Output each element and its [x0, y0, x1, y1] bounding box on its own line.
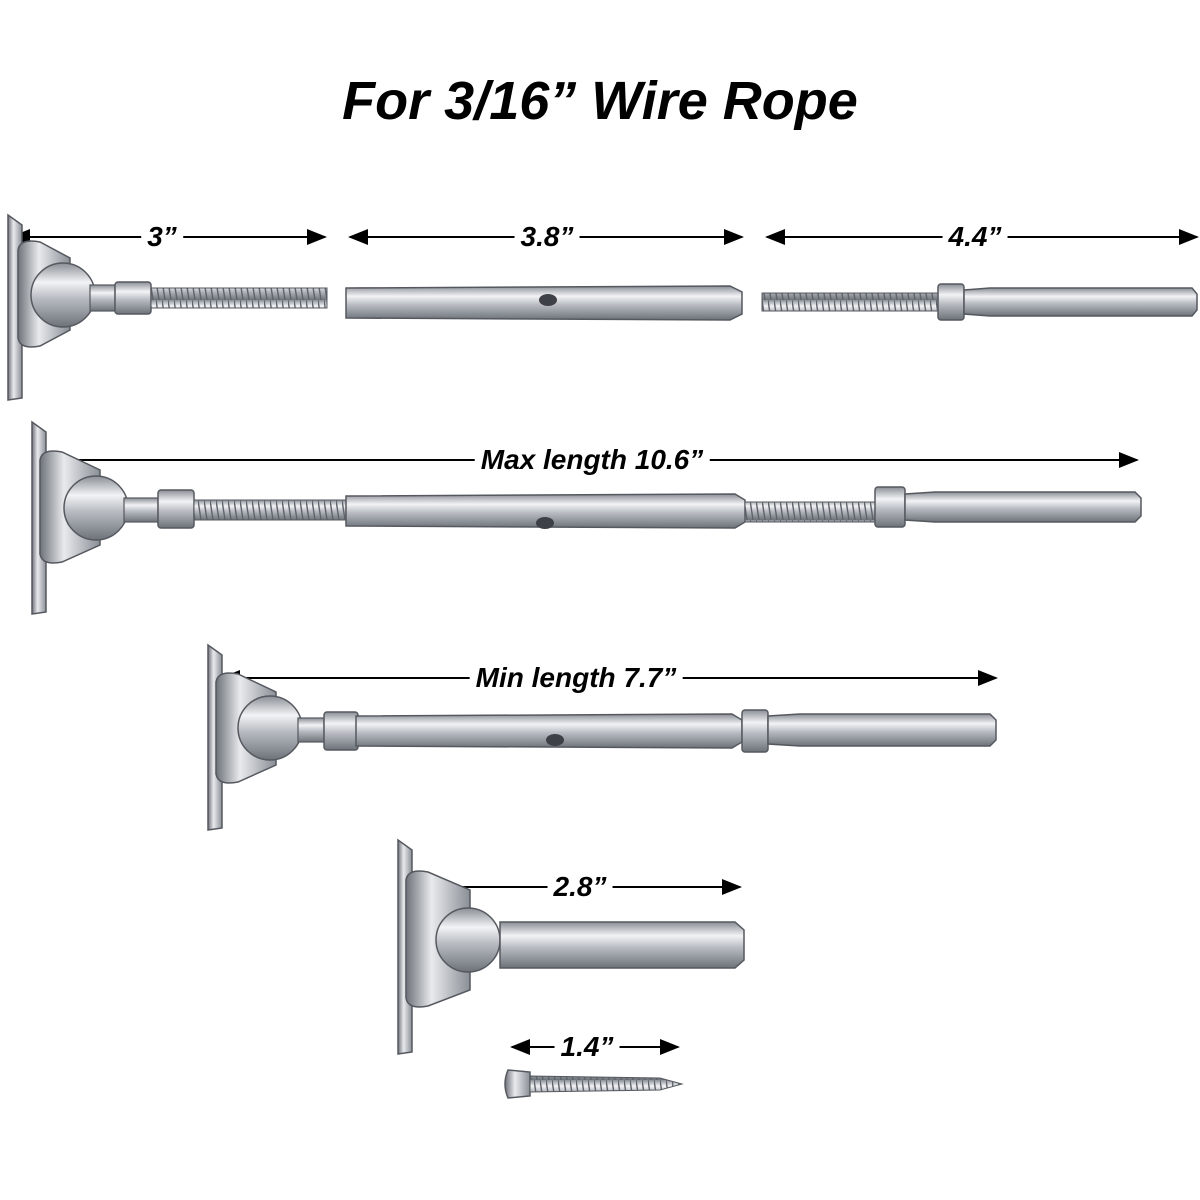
toggle-length-label: 3” — [141, 220, 183, 254]
assembly-max-part — [31, 420, 1142, 615]
swage-stud-length-label: 4.4” — [942, 220, 1008, 254]
swage-stud-part — [761, 283, 1198, 321]
min-length-label: Min length 7.7” — [469, 661, 683, 695]
toggle-stud-part — [7, 213, 328, 401]
toggle-swage-length-label: 2.8” — [547, 870, 613, 904]
wood-screw-part — [504, 1069, 684, 1099]
turnbuckle-body-part — [345, 285, 743, 321]
page-title: For 3/16” Wire Rope — [342, 71, 858, 131]
max-length-label: Max length 10.6” — [474, 443, 710, 477]
body-length-label: 3.8” — [514, 220, 580, 254]
screw-length-label: 1.4” — [554, 1030, 620, 1064]
assembly-min-part — [207, 643, 997, 831]
toggle-swage-part — [397, 838, 745, 1055]
